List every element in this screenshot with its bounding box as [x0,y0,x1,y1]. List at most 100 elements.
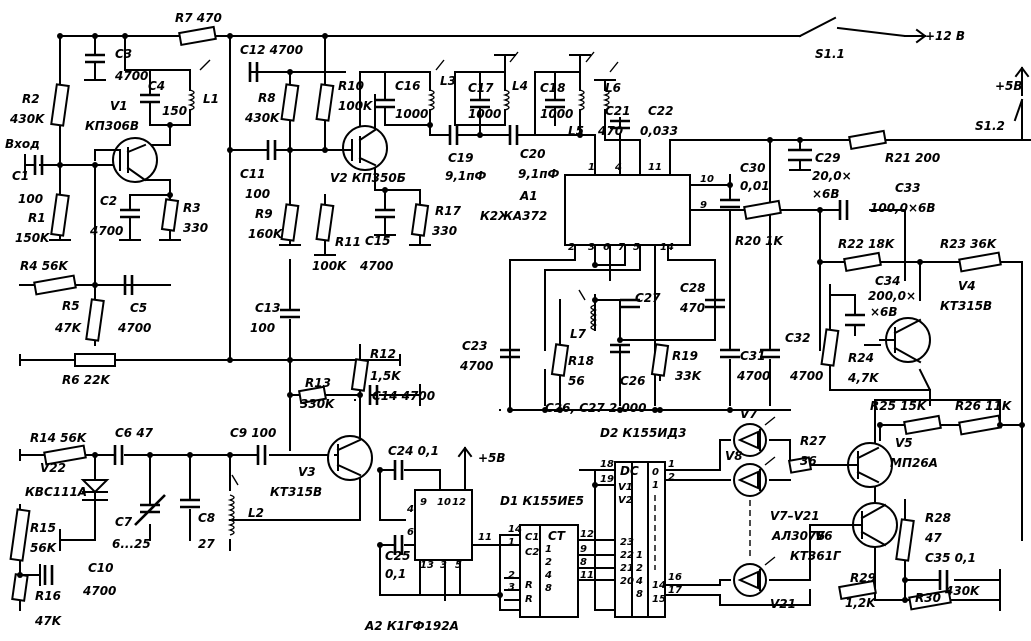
label-v3-type: КТ315В [270,485,322,499]
label-c7-value: 6...25 [112,537,151,551]
label-r19: R19 [672,349,698,363]
pin: V1 [618,482,633,493]
capacitor-c14 [368,385,379,405]
label-v1-type: КП306В [85,119,139,133]
transistor-v3 [327,435,373,481]
label-c4-value: 150 [162,104,187,118]
diodes [80,416,776,597]
label-r30: R30 [915,591,941,605]
label-c6: C6 47 [115,426,154,440]
label-r21: R21 200 [885,151,940,165]
pin: V2 [618,495,633,506]
inductor-l6 [602,89,610,111]
label-r30-value: 430K [944,584,981,598]
pin: R [525,594,533,605]
capacitor-c10 [43,565,54,585]
label-c10: C10 [88,561,114,575]
label-c28: C28 [680,281,706,295]
pin: 13 [420,560,434,571]
transistor-v2 [342,125,388,171]
transistor-v1 [112,137,158,183]
pin: 8 [580,557,587,568]
pin: 6 [603,242,610,253]
resistor-r4 [33,274,77,296]
label-dc: DC [620,464,639,478]
label-c18-value: 1000 [540,107,573,121]
label-c10-value: 4700 [82,584,116,598]
pin: 19 [600,474,614,485]
label-r11-value: 100K [312,259,348,273]
capacitor-c28 [705,298,725,309]
label-c34-value: 200,0× [868,289,916,303]
pin: 17 [668,585,682,596]
component-labels: R7 470 S1.1 +12 B +5B S1.2 C3 4700 C4 15… [5,11,1023,633]
resistor-r16 [11,573,29,602]
pin: 2 [508,570,515,581]
label-r27: R27 [800,434,827,448]
label-c18: C18 [540,81,566,95]
pin: 9 [580,544,587,555]
label-r29-value: 1,2K [845,596,877,610]
label-r17-value: 330 [432,224,457,238]
pin: C2 [525,547,539,558]
resistor-r28 [895,518,915,562]
label-r6: R6 22K [62,373,111,387]
label-plus5-top: +5B [995,79,1023,93]
terminals [17,33,1025,611]
label-plus5-mid: +5B [478,451,506,465]
label-r11: R11 [335,235,361,249]
label-r28-value: 47 [924,531,942,545]
label-c1-value: 100 [18,192,43,206]
label-v4: V4 [958,279,976,293]
label-r16-value: 47K [34,614,63,628]
label-c5-value: 4700 [117,321,151,335]
label-r29: R29 [850,571,876,585]
resistor-r11 [315,203,335,242]
capacitor-c2 [120,208,140,219]
label-l7: L7 [570,327,587,341]
label-c21: C21 [605,104,631,118]
inductor-l2 [227,494,235,536]
capacitor-c18 [545,98,565,109]
pin-numbers: 1 4 11 10 9 2 3 6 7 5 14 9 10 12 4 6 11 … [406,162,714,605]
capacitor-c1 [33,155,44,175]
label-c11-value: 100 [245,187,270,201]
label-c31: C31 [740,349,766,363]
resistor-r21 [848,129,887,151]
label-c34: C34 [875,274,901,288]
inductor-l7 [590,304,598,331]
capacitor-c15 [375,208,395,219]
pin: 0 [652,467,659,478]
pin: 3 [440,560,447,571]
pin: 7 [618,242,625,253]
resistor-r10 [315,83,335,122]
capacitor-c29 [788,148,812,162]
label-r1: R1 [28,211,46,225]
inductor-l4 [502,89,510,111]
label-s1-2: S1.2 [975,119,1005,133]
label-d1: D1 К155ИЕ5 [500,494,584,508]
capacitor-c5 [123,275,134,295]
pin: 1 [652,480,659,491]
pin: 9 [420,497,427,508]
label-r24-value: 4,7K [847,371,880,385]
label-r27-value: 36 [800,454,817,468]
label-c32-value: 4700 [789,369,823,383]
label-v3: V3 [298,465,316,479]
label-c15: C15 [365,234,391,248]
capacitor-c7 [134,494,166,526]
label-c2: C2 [100,194,117,208]
pin: C1 [525,532,539,543]
label-v8: V8 [725,449,743,463]
capacitor-c31 [720,348,740,359]
capacitor-c16 [375,98,395,109]
label-c20: C20 [520,147,546,161]
label-r15: R15 [30,521,56,535]
label-v7: V7 [740,407,758,421]
label-c3: C3 [115,47,132,61]
capacitor-c25 [393,535,404,555]
label-r12: R12 [370,347,396,361]
inductors [187,51,619,536]
label-r26: R26 11K [955,399,1013,413]
ic-a2 [414,489,473,561]
